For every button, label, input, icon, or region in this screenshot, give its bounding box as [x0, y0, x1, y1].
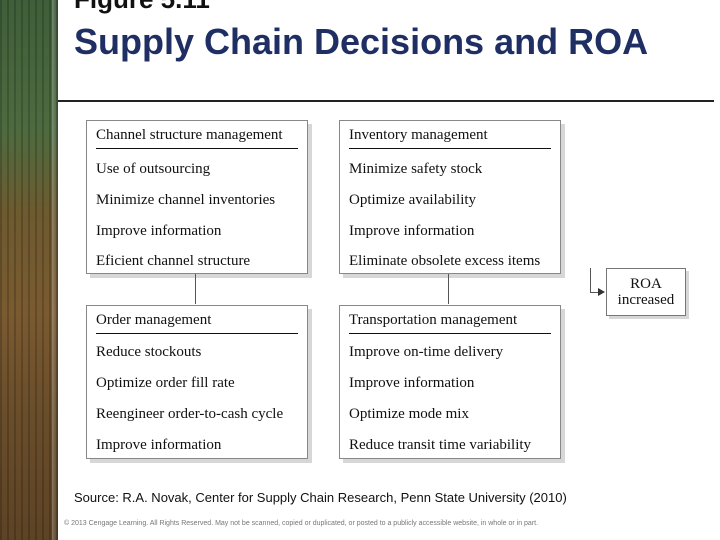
right-connector-line: [448, 274, 449, 304]
box-item: Minimize safety stock: [349, 161, 483, 177]
order-management-box: Order management Reduce stockouts Optimi…: [86, 305, 308, 459]
box-item: Reduce transit time variability: [349, 437, 532, 453]
result-vertical-line: [590, 268, 591, 292]
box-item: Use of outsourcing: [96, 161, 211, 177]
box-title: Order management: [96, 312, 212, 328]
box-item: Optimize availability: [349, 192, 477, 208]
box-title: Channel structure management: [96, 127, 283, 143]
box-title: Inventory management: [349, 127, 488, 143]
box-item: Improve information: [349, 375, 475, 391]
left-connector-line: [195, 274, 196, 304]
box-item: Improve information: [96, 437, 222, 453]
slide-title: Supply Chain Decisions and ROA: [74, 21, 649, 62]
box-divider: [349, 333, 551, 334]
box-title: Transportation management: [349, 312, 518, 328]
roa-line1: ROA: [630, 276, 662, 292]
title-underline: [58, 100, 714, 102]
roa-increased-box: ROA increased: [606, 268, 686, 316]
box-item: Improve on-time delivery: [349, 344, 504, 360]
right-arrow-icon: [598, 288, 605, 296]
box-item: Eliminate obsolete excess items: [349, 253, 541, 269]
transportation-management-box: Transportation management Improve on-tim…: [339, 305, 561, 459]
roa-line2: increased: [617, 292, 675, 308]
box-item: Improve information: [349, 223, 475, 239]
box-item: Optimize order fill rate: [96, 375, 235, 391]
shipping-container-background: [0, 0, 58, 540]
copyright-notice: © 2013 Cengage Learning. All Rights Rese…: [64, 520, 539, 527]
box-divider: [96, 333, 298, 334]
inventory-management-box: Inventory management Minimize safety sto…: [339, 120, 561, 274]
box-item: Eficient channel structure: [96, 253, 251, 269]
box-item: Optimize mode mix: [349, 406, 469, 422]
channel-structure-box: Channel structure management Use of outs…: [86, 120, 308, 274]
box-item: Improve information: [96, 223, 222, 239]
source-citation: Source: R.A. Novak, Center for Supply Ch…: [74, 490, 567, 505]
result-arrow-line: [590, 292, 598, 293]
box-divider: [96, 148, 298, 149]
box-item: Minimize channel inventories: [96, 192, 276, 208]
box-item: Reduce stockouts: [96, 344, 202, 360]
figure-label: Figure 5.11: [74, 0, 210, 15]
box-divider: [349, 148, 551, 149]
box-item: Reengineer order-to-cash cycle: [96, 406, 284, 422]
